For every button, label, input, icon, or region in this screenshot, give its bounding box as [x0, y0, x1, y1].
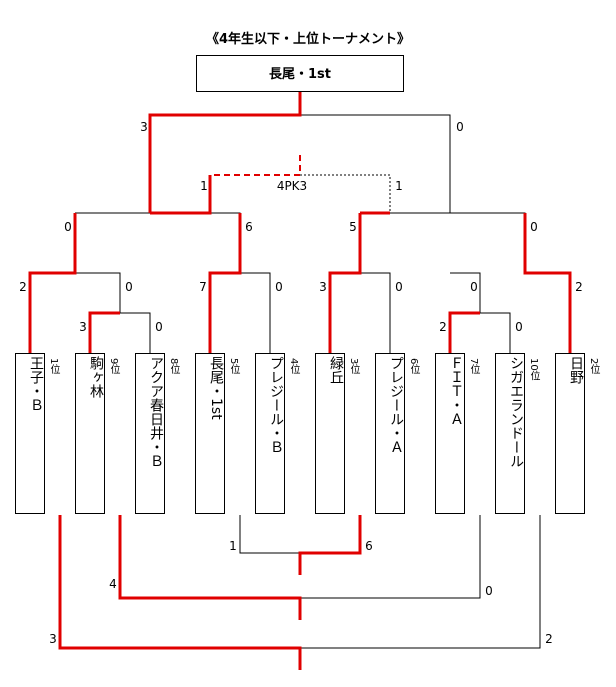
team-rank: 7位 — [468, 358, 479, 375]
score: 6 — [365, 539, 373, 553]
champion-box: 長尾・1st — [196, 55, 404, 92]
score: 4 — [109, 577, 117, 591]
score: 7 — [199, 280, 207, 294]
score: 3 — [319, 280, 327, 294]
team-box-3: アクア春日井・Ｂ — [135, 353, 165, 514]
team-name: 長尾・1st — [208, 356, 224, 420]
score: 1 — [200, 179, 208, 193]
score: 5 — [349, 220, 357, 234]
team-box-1: 王子・Ｂ — [15, 353, 45, 514]
team-name: アクア春日井・Ｂ — [148, 356, 164, 468]
team-name: プレジール・Ｂ — [268, 356, 284, 454]
score: 0 — [155, 320, 163, 334]
score: 2 — [575, 280, 583, 294]
score: 2 — [545, 632, 553, 646]
score: 3 — [140, 120, 148, 134]
team-name: シガエランドール — [508, 356, 524, 468]
team-box-6: 緑丘 — [315, 353, 345, 514]
team-rank: 6位 — [408, 358, 419, 375]
team-box-7: プレジール・Ａ — [375, 353, 405, 514]
score: 0 — [530, 220, 538, 234]
team-box-9: シガエランドール — [495, 353, 525, 514]
score: 2 — [439, 320, 447, 334]
score: 0 — [470, 280, 478, 294]
score: 3 — [79, 320, 87, 334]
team-rank: 4位 — [288, 358, 299, 375]
team-name: プレジール・Ａ — [388, 356, 404, 454]
score: 0 — [456, 120, 464, 134]
score: 6 — [245, 220, 253, 234]
team-box-10: 日野 — [555, 353, 585, 514]
team-box-2: 駒ヶ林 — [75, 353, 105, 514]
team-rank: 1位 — [48, 358, 59, 375]
score: 0 — [64, 220, 72, 234]
team-box-5: プレジール・Ｂ — [255, 353, 285, 514]
team-rank: 8位 — [168, 358, 179, 375]
score: 0 — [395, 280, 403, 294]
team-rank: 10位 — [528, 358, 539, 381]
score: 1 — [229, 539, 237, 553]
score: 2 — [19, 280, 27, 294]
score: 3 — [49, 632, 57, 646]
team-name: 駒ヶ林 — [88, 356, 104, 398]
score: 0 — [275, 280, 283, 294]
team-box-4: 長尾・1st — [195, 353, 225, 514]
score: 0 — [125, 280, 133, 294]
team-rank: 5位 — [228, 358, 239, 375]
team-rank: 9位 — [108, 358, 119, 375]
team-name: 緑丘 — [328, 356, 344, 384]
team-rank: 3位 — [348, 358, 359, 375]
team-name: ＦＩＴ・Ａ — [448, 356, 464, 426]
pk-note: 4PK3 — [276, 179, 308, 193]
team-name: 王子・Ｂ — [28, 356, 44, 412]
team-name: 日野 — [568, 356, 584, 384]
page-title: 《4年生以下・上位トーナメント》 — [205, 32, 411, 47]
team-box-8: ＦＩＴ・Ａ — [435, 353, 465, 514]
score: 0 — [485, 584, 493, 598]
team-rank: 2位 — [588, 358, 599, 375]
score: 1 — [395, 179, 403, 193]
score: 0 — [515, 320, 523, 334]
